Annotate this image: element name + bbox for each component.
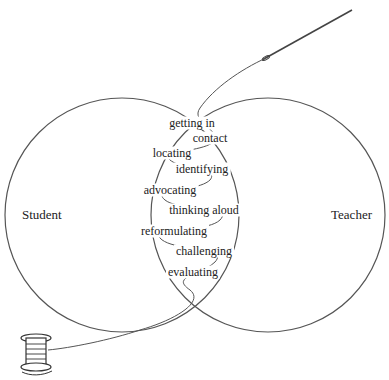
process-word: reformulating <box>139 225 209 238</box>
process-word: thinking aloud <box>167 204 241 217</box>
circle-label: Teacher <box>331 207 372 223</box>
spool <box>21 334 52 375</box>
thread <box>48 58 266 350</box>
process-word: contact <box>191 132 230 145</box>
process-word: locating <box>151 147 194 160</box>
needle <box>262 10 352 60</box>
process-word: identifying <box>174 163 231 176</box>
process-word: challenging <box>174 245 234 258</box>
circle-label: Student <box>22 207 62 223</box>
process-word: advocating <box>142 184 199 197</box>
process-word: evaluating <box>166 266 220 279</box>
process-word: getting in <box>167 117 217 130</box>
